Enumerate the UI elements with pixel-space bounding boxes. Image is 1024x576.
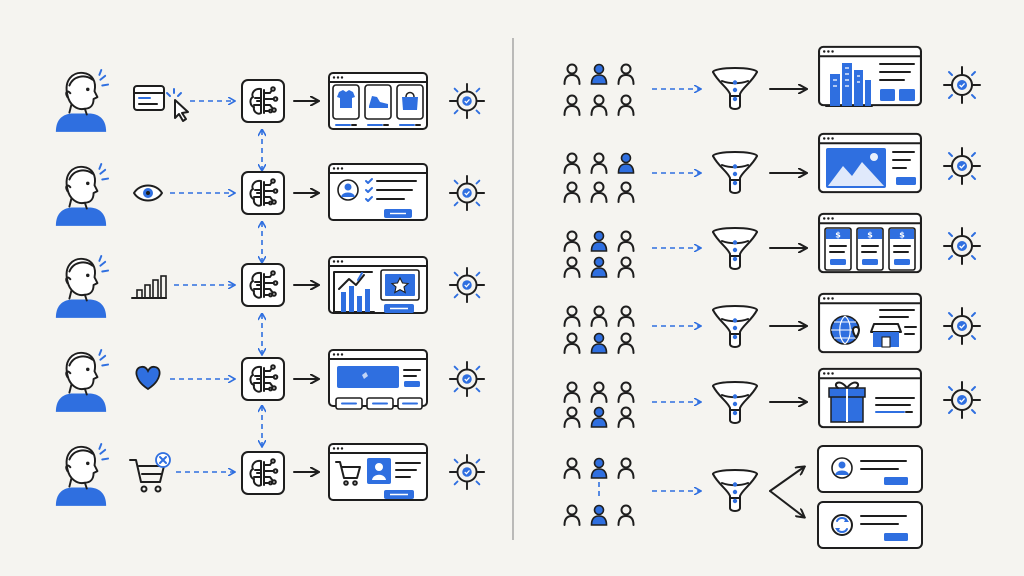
chart-star-window-icon	[328, 255, 428, 315]
right-row-2	[563, 132, 981, 203]
city-window-icon	[818, 45, 922, 107]
right-row-5	[563, 367, 981, 429]
browser-click-icon	[133, 85, 189, 122]
brain-circuit-icon	[241, 263, 285, 307]
price-symbol: $	[899, 231, 905, 240]
user-avatar-icon	[54, 163, 110, 227]
user-avatar-icon	[54, 255, 110, 319]
target-check-icon	[448, 360, 486, 398]
funnel-icon	[712, 151, 758, 194]
profile-checklist-window-icon	[328, 162, 428, 222]
target-check-icon	[943, 147, 981, 185]
landscape-window-icon	[818, 132, 922, 194]
user-avatar-icon	[54, 349, 110, 413]
target-check-icon	[448, 174, 486, 212]
refresh-card-icon	[817, 501, 923, 549]
target-check-icon	[943, 227, 981, 265]
left-row-3	[54, 255, 486, 319]
people-group-icon	[563, 63, 635, 116]
left-row-1	[54, 69, 486, 133]
left-row-5	[54, 442, 486, 507]
heart-icon	[135, 365, 161, 391]
funnel-icon	[712, 381, 758, 424]
target-check-icon	[448, 82, 486, 120]
price-symbol: $	[867, 231, 873, 240]
left-row-4	[54, 348, 486, 413]
target-check-icon	[943, 66, 981, 104]
user-avatar-icon	[54, 69, 110, 133]
right-row-6	[563, 445, 923, 549]
funnel-icon	[712, 305, 758, 348]
eye-icon	[133, 184, 163, 202]
brain-circuit-icon	[241, 79, 285, 123]
globe-store-window-icon	[818, 292, 922, 354]
target-check-icon	[943, 307, 981, 345]
funnel-icon	[712, 67, 758, 110]
left-row-2	[54, 162, 486, 227]
price-symbol: $	[835, 231, 841, 240]
brain-circuit-icon	[241, 357, 285, 401]
target-check-icon	[943, 381, 981, 419]
target-check-icon	[448, 453, 486, 491]
brain-circuit-icon	[241, 171, 285, 215]
profile-card-icon	[817, 445, 923, 493]
people-group-icon	[563, 230, 635, 278]
people-group-icon	[563, 457, 635, 526]
people-group-icon	[563, 152, 635, 203]
funnel-icon	[712, 469, 758, 512]
people-group-icon	[563, 305, 635, 354]
bar-chart-icon	[131, 275, 167, 299]
target-check-icon	[448, 266, 486, 304]
cart-profile-window-icon	[328, 442, 428, 502]
user-avatar-icon	[54, 443, 110, 507]
funnel-icon	[712, 227, 758, 270]
cart-remove-icon	[129, 452, 171, 493]
branch-arrow-up	[769, 467, 804, 492]
pricing-window-icon: $ $ $	[818, 212, 922, 274]
right-row-4	[563, 292, 981, 354]
right-row-1	[563, 45, 981, 116]
left-panel	[54, 69, 486, 507]
people-group-icon	[563, 381, 635, 428]
brain-circuit-icon	[241, 451, 285, 495]
gift-window-icon	[818, 367, 922, 429]
banner-window-icon	[328, 348, 428, 410]
right-panel: $ $ $	[563, 45, 981, 549]
branch-arrow-down	[769, 490, 804, 517]
right-row-3: $ $ $	[563, 212, 981, 278]
product-cards-window-icon	[328, 71, 428, 131]
